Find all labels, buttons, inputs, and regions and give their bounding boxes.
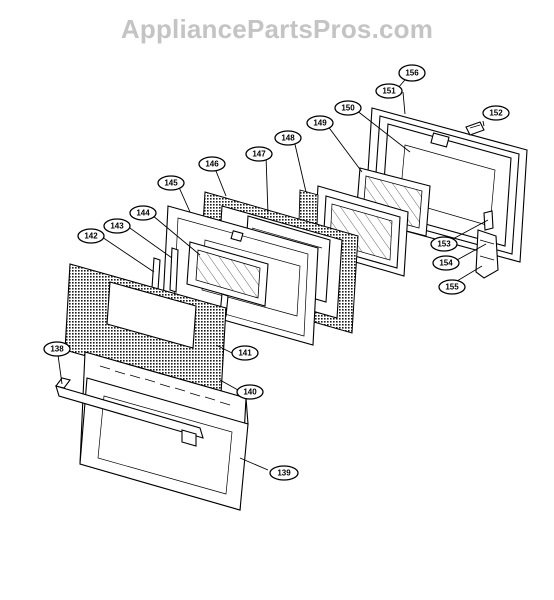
label-144: 144	[129, 205, 157, 221]
bracket-153	[483, 210, 494, 231]
label-149: 149	[306, 115, 334, 131]
label-139-text: 139	[277, 469, 291, 478]
label-152-text: 152	[489, 109, 503, 118]
label-155-text: 155	[445, 283, 459, 292]
label-138: 138	[43, 341, 71, 357]
label-141: 141	[231, 345, 259, 361]
label-140: 140	[236, 384, 264, 400]
label-148: 148	[274, 130, 302, 146]
label-149-text: 149	[313, 119, 327, 128]
label-153: 153	[430, 236, 458, 252]
label-146-text: 146	[205, 160, 219, 169]
label-138-text: 138	[50, 345, 64, 354]
vent-slots	[99, 365, 231, 406]
label-148-text: 148	[281, 134, 295, 143]
label-142-text: 142	[84, 232, 98, 241]
door-handle-138	[55, 377, 204, 447]
label-144-text: 144	[136, 209, 150, 218]
outer-door-139	[79, 351, 249, 511]
label-152: 152	[482, 105, 510, 121]
label-151-text: 151	[382, 87, 396, 96]
side-bracket-142	[151, 257, 161, 291]
label-145: 145	[157, 175, 185, 191]
label-143: 143	[103, 218, 131, 234]
label-154: 154	[432, 255, 460, 271]
label-143-text: 143	[110, 222, 124, 231]
watermark: AppliancePartsPros.com	[120, 14, 434, 44]
label-154-text: 154	[439, 259, 453, 268]
label-150-text: 150	[341, 104, 355, 113]
label-147: 147	[245, 146, 273, 162]
label-140-text: 140	[243, 388, 257, 397]
window-glass-144	[186, 230, 269, 307]
outer-mesh-140	[64, 263, 227, 395]
label-145-text: 145	[164, 179, 178, 188]
hinge-155	[475, 229, 499, 279]
label-156: 156	[398, 64, 426, 82]
label-142: 142	[77, 228, 105, 244]
label-155: 155	[438, 279, 466, 295]
label-146: 146	[198, 156, 226, 172]
bracket-143	[169, 247, 179, 293]
leader-lines	[57, 73, 489, 471]
label-151: 151	[375, 83, 403, 99]
label-147-text: 147	[252, 150, 266, 159]
label-139: 139	[269, 465, 299, 481]
label-156-text: 156	[405, 69, 419, 78]
clip-152	[465, 121, 485, 136]
label-153-text: 153	[437, 240, 451, 249]
label-150: 150	[334, 100, 362, 116]
label-141-text: 141	[238, 349, 252, 358]
